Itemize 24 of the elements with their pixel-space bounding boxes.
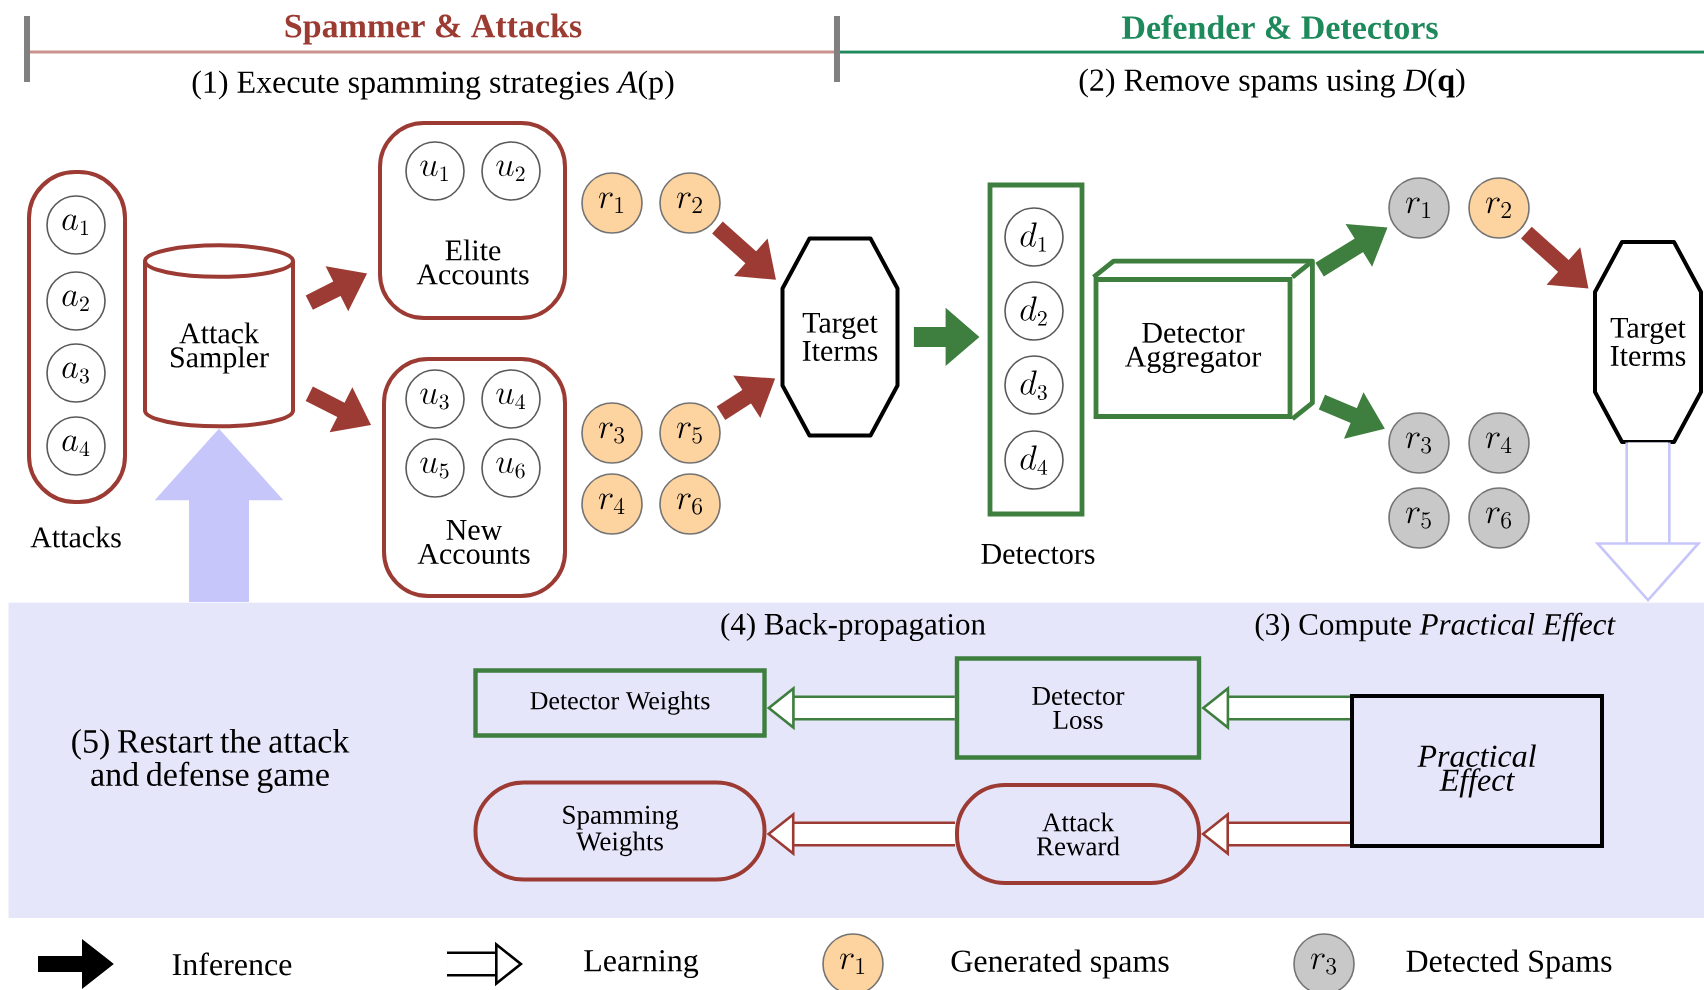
process-box: Detector Loss [954,656,1202,760]
group-label: Attacks [30,526,121,548]
section-title: Spammer & Attacks [285,13,582,45]
process-box: Detector Weights [473,668,767,738]
database-cylinder: Attack Sampler [143,243,295,429]
result-box: Practical Effect [1350,694,1604,848]
group-label: Detectors [981,544,1095,564]
panel-heading: (5) Restart the attack and defense game [72,728,350,794]
group-label: New Accounts [417,520,530,564]
legend-label: Inference [172,952,292,976]
process-pill: Spamming Weights [473,780,767,882]
target-octagon: Target Iterms [1593,240,1703,444]
aggregator-box: Detector Aggregator [1092,258,1315,421]
legend-label: Learning [584,949,699,979]
group-label: Elite Accounts [416,239,529,285]
legend-label: Generated spams [951,949,1169,979]
step-caption: (1) Execute spamming strategies A(p) [192,70,674,100]
panel-heading: (4) Back-propagation [721,612,986,642]
step-caption: (2) Remove spams using D(q) [1079,68,1465,98]
legend-label: Detected Spams [1406,949,1612,979]
process-pill: Attack Reward [955,783,1201,885]
section-title: Defender & Detectors [1122,14,1438,40]
target-octagon: Target Iterms [780,236,900,438]
panel-heading: (3) Compute Practical Effect [1255,612,1616,642]
